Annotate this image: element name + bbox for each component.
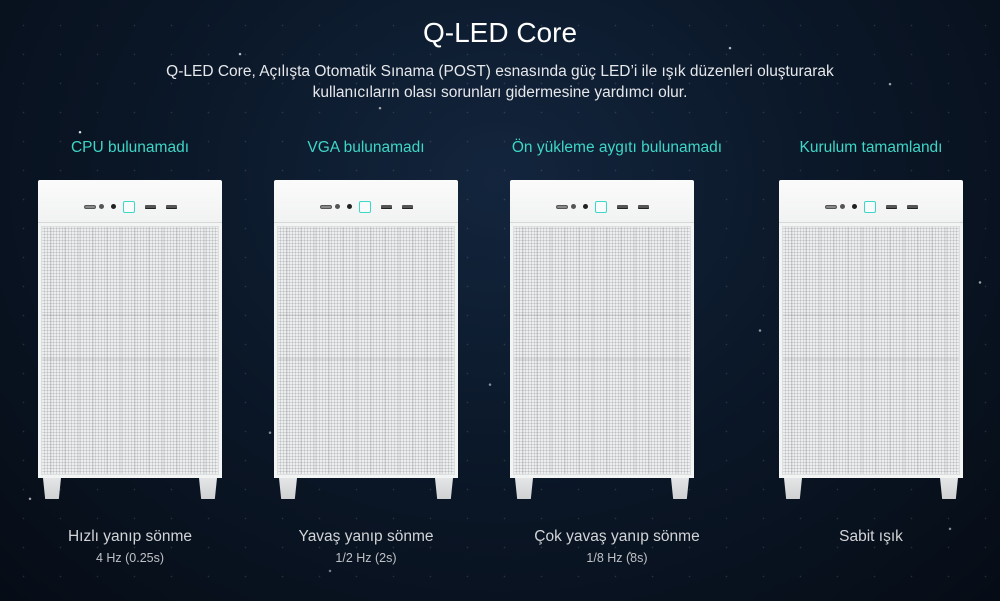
usb-a-port-icon: [907, 205, 918, 209]
pc-case-image: [274, 180, 458, 500]
mesh-front-panel: [38, 223, 222, 478]
usb-a-port-icon: [145, 205, 156, 209]
mesh-front-panel: [510, 223, 694, 478]
blink-pattern-label: Yavaş yanıp sönme: [298, 528, 434, 545]
usb-a-port-icon: [402, 205, 413, 209]
status-heading: VGA bulunamadı: [307, 139, 425, 156]
blink-pattern-label: Çok yavaş yanıp sönme: [534, 528, 700, 545]
blink-pattern-label: Hızlı yanıp sönme: [67, 528, 193, 545]
case-foot: [940, 478, 958, 499]
audio-jack-icon: [583, 204, 588, 209]
status-heading: CPU bulunamadı: [70, 139, 190, 156]
case-foot: [199, 478, 217, 499]
audio-jack-icon: [571, 204, 576, 209]
usb-a-port-icon: [166, 205, 177, 209]
case-foot: [515, 478, 533, 499]
usb-a-port-icon: [638, 205, 649, 209]
led-state-column: VGA bulunamadı Yavaş yanıp sönme 1/2 Hz …: [274, 0, 458, 601]
audio-jack-icon: [852, 204, 857, 209]
case-foot: [435, 478, 453, 499]
blink-pattern-label: Sabit ışık: [839, 528, 903, 545]
usb-c-port-icon: [825, 205, 837, 209]
status-heading: Ön yükleme aygıtı bulunamadı: [511, 139, 723, 156]
front-io-panel: [38, 180, 222, 223]
power-led-icon: [359, 201, 371, 213]
power-led-icon: [595, 201, 607, 213]
audio-jack-icon: [840, 204, 845, 209]
audio-jack-icon: [347, 204, 352, 209]
case-foot: [279, 478, 297, 499]
mesh-front-panel: [779, 223, 963, 478]
pc-case-image: [779, 180, 963, 500]
usb-c-port-icon: [84, 205, 96, 209]
pc-case-image: [38, 180, 222, 500]
front-io-panel: [510, 180, 694, 223]
usb-a-port-icon: [381, 205, 392, 209]
blink-frequency: 4 Hz (0.25s): [95, 551, 165, 565]
blink-frequency: 1/2 Hz (2s): [335, 551, 397, 565]
front-io-panel: [274, 180, 458, 223]
description-line: kullanıcıların olası sorunları gidermesi…: [312, 84, 688, 101]
audio-jack-icon: [335, 204, 340, 209]
blink-frequency: 1/8 Hz (8s): [586, 551, 648, 565]
usb-a-port-icon: [617, 205, 628, 209]
led-state-column: CPU bulunamadı Hızlı yanıp sönme 4 Hz (0…: [38, 0, 222, 601]
case-foot: [671, 478, 689, 499]
case-foot: [43, 478, 61, 499]
page-description: Q-LED Core, Açılışta Otomatik Sınama (PO…: [100, 61, 900, 103]
mesh-front-panel: [274, 223, 458, 478]
usb-c-port-icon: [556, 205, 568, 209]
audio-jack-icon: [111, 204, 116, 209]
led-state-column: Ön yükleme aygıtı bulunamadı Çok yavaş y…: [510, 0, 722, 601]
usb-a-port-icon: [886, 205, 897, 209]
power-led-icon: [864, 201, 876, 213]
led-state-column: Kurulum tamamlandı Sabit ışık: [779, 0, 963, 601]
power-led-icon: [123, 201, 135, 213]
pc-case-image: [510, 180, 694, 500]
audio-jack-icon: [99, 204, 104, 209]
description-line: Q-LED Core, Açılışta Otomatik Sınama (PO…: [166, 63, 834, 80]
case-foot: [784, 478, 802, 499]
front-io-panel: [779, 180, 963, 223]
usb-c-port-icon: [320, 205, 332, 209]
status-heading: Kurulum tamamlandı: [799, 139, 943, 156]
page-title: Q-LED Core: [422, 17, 578, 48]
